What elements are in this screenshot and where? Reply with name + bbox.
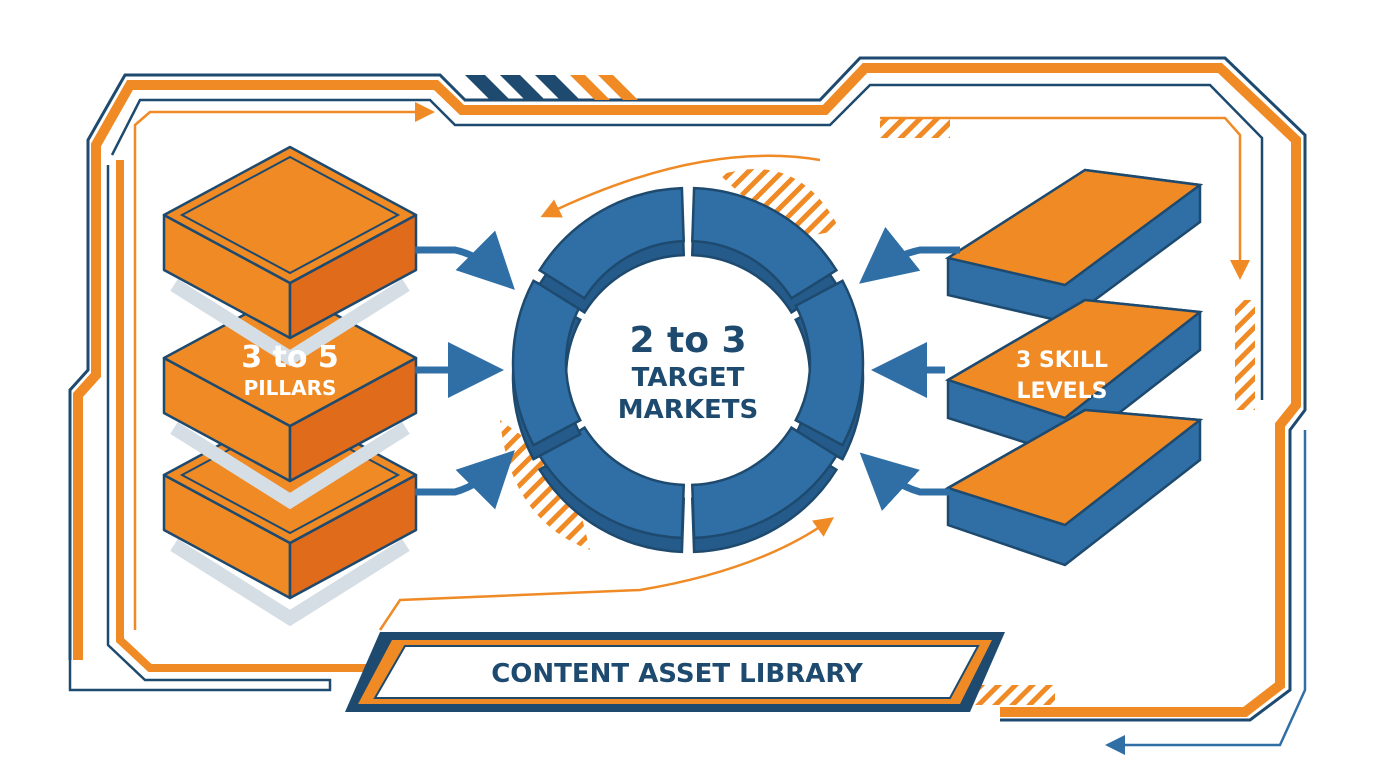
markets-label-1: TARGET <box>632 363 745 393</box>
ring-segment <box>511 279 582 447</box>
stripe-accent <box>465 75 638 100</box>
pillar-box <box>162 145 418 367</box>
markets-count: 2 to 3 <box>629 320 746 361</box>
library-banner: CONTENT ASSET LIBRARY <box>345 632 1005 712</box>
markets-label-2: MARKETS <box>618 395 758 425</box>
skill-levels-stack <box>944 168 1204 567</box>
arrow-pillars-to-markets <box>415 230 515 290</box>
skill-slab <box>944 408 1204 567</box>
ring-segment <box>690 425 839 540</box>
library-label: CONTENT ASSET LIBRARY <box>491 659 864 689</box>
ring-segment <box>690 186 839 301</box>
skills-label-2: LEVELS <box>1017 379 1108 404</box>
target-markets-ring <box>511 186 865 554</box>
arrow-pillars-to-markets <box>415 450 515 510</box>
ring-segment <box>537 186 686 301</box>
ring-segment <box>794 279 865 447</box>
frame <box>68 56 1307 755</box>
skills-label-1: 3 SKILL <box>1016 348 1108 373</box>
pillars-count: 3 to 5 <box>241 340 339 375</box>
flow-arrows <box>415 226 960 512</box>
pillars-stack <box>162 145 418 627</box>
skill-slab <box>944 298 1204 457</box>
pillars-label: PILLARS <box>244 376 337 400</box>
skill-slab <box>944 168 1204 324</box>
arrow-skills-to-markets <box>859 452 950 512</box>
arrow-skills-to-markets <box>859 226 960 284</box>
